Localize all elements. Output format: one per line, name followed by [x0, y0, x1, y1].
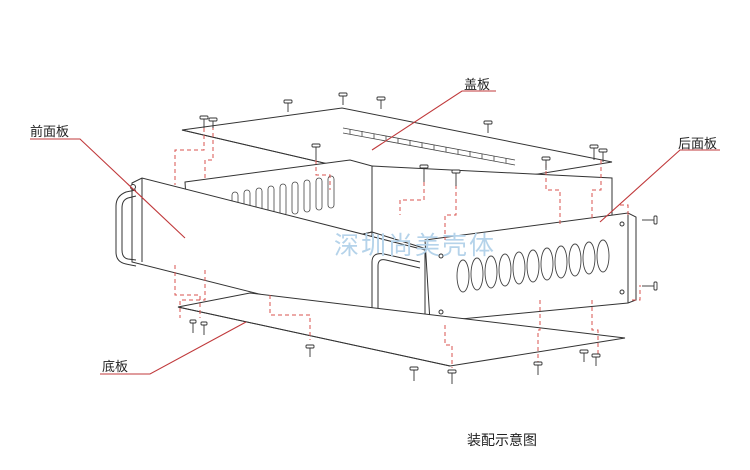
screw: [591, 353, 601, 366]
rear-panel-vent-ovals: [456, 239, 610, 293]
label-rear-panel: 后面板: [678, 137, 718, 152]
leader-front-panel: [30, 138, 186, 239]
label-bottom-plate: 底板: [102, 360, 129, 375]
screw: [642, 215, 658, 225]
screw: [338, 92, 348, 105]
screw: [283, 99, 293, 112]
screw: [305, 344, 315, 357]
diagram-caption: 装配示意图: [467, 433, 537, 449]
label-top-cover: 盖板: [464, 78, 491, 93]
screw: [533, 361, 543, 375]
alignment-lines: [174, 126, 641, 368]
screw: [419, 164, 429, 182]
top-cover-vent-strip: [342, 127, 516, 166]
screw: [189, 319, 197, 333]
label-front-panel: 前面板: [30, 125, 70, 140]
screws: [189, 92, 658, 384]
screw: [376, 96, 386, 109]
leader-top-cover: [371, 90, 496, 151]
screw: [483, 120, 493, 133]
screw: [541, 156, 551, 170]
leader-bottom-plate: [100, 321, 247, 375]
front-left-handle: [115, 189, 137, 267]
leader-rear-panel: [599, 149, 720, 223]
screw: [199, 115, 209, 128]
screw: [642, 281, 658, 291]
screw: [589, 144, 599, 160]
rear-panel: [424, 212, 637, 323]
screw: [579, 349, 589, 362]
bottom-plate: [177, 292, 626, 367]
screw: [409, 366, 419, 381]
screw: [200, 321, 208, 335]
screw: [447, 369, 457, 384]
screw: [451, 169, 461, 186]
watermark-text: 深圳尚美壳体: [334, 231, 497, 260]
screw: [311, 143, 321, 160]
screw: [208, 117, 218, 128]
screw: [598, 148, 608, 162]
leader-lines: [30, 90, 720, 375]
